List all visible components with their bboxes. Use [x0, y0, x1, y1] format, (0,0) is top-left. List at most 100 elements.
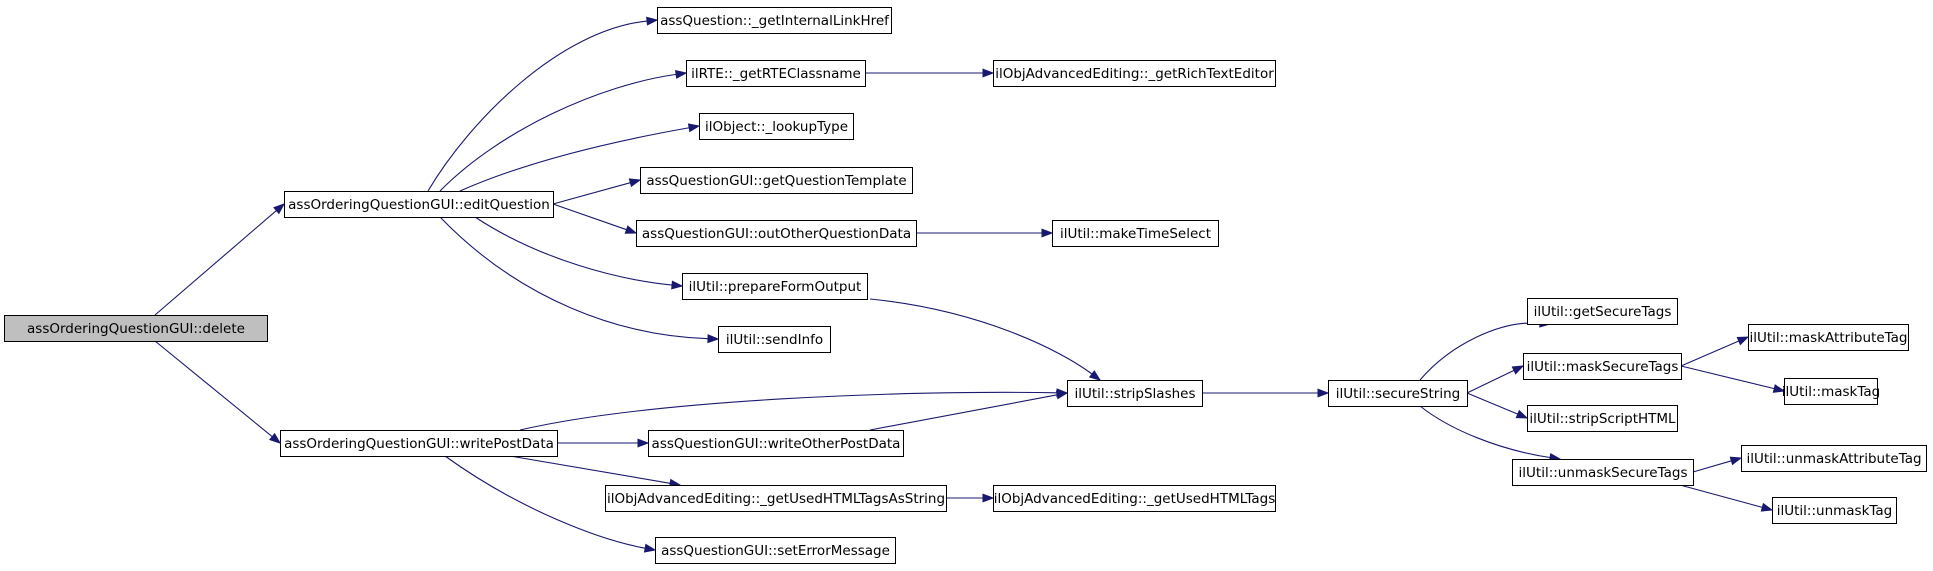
node-ilutil-prepareformoutput[interactable]: ilUtil::prepareFormOutput	[682, 273, 868, 300]
node-assquestion-getinternallinkhref[interactable]: assQuestion::_getInternalLinkHref	[657, 7, 892, 34]
node-box	[4, 315, 268, 342]
node-ilutil-securestring[interactable]: ilUtil::secureString	[1328, 380, 1468, 407]
node-layer: assOrderingQuestionGUI::deleteassOrderin…	[4, 7, 1927, 564]
arrowhead-icon	[1515, 409, 1529, 419]
node-ilutil-unmasktag[interactable]: ilUtil::unmaskTag	[1772, 497, 1897, 524]
edge-line	[474, 216, 673, 286]
edge-ilutil-unmasksecuretags-to-ilutil-unmasktag	[1679, 484, 1774, 512]
node-label: ilObjAdvancedEditing::_getRichTextEditor	[995, 66, 1274, 82]
arrowhead-icon	[1760, 502, 1774, 512]
node-box	[993, 60, 1276, 87]
node-label: ilObject::_lookupType	[705, 119, 848, 135]
node-label: ilUtil::sendInfo	[726, 332, 823, 348]
node-box	[1527, 405, 1678, 432]
node-label: ilUtil::prepareFormOutput	[689, 279, 862, 295]
arrowhead-icon	[1088, 370, 1102, 381]
node-ilutil-unmasksecuretags[interactable]: ilUtil::unmaskSecureTags	[1512, 459, 1694, 486]
node-box	[699, 113, 854, 140]
node-label: ilUtil::makeTimeSelect	[1060, 226, 1211, 242]
node-ilutil-masktag[interactable]: ilUtil::maskTag	[1782, 378, 1880, 405]
node-box	[1527, 298, 1678, 325]
node-label: ilObjAdvancedEditing::_getUsedHTMLTags	[994, 491, 1276, 507]
edge-ilutil-prepareformoutput-to-ilutil-stripslashes	[869, 298, 1102, 381]
edge-ilobjadvancedediting-getusedhtmltagsasstring-to-ilobjadvancedediting-getusedhtmltags	[946, 493, 995, 503]
node-box	[1052, 220, 1219, 247]
edge-assorderingquestiongui-editquestion-to-ilobject-lookuptype	[459, 123, 701, 192]
node-ilutil-stripslashes[interactable]: ilUtil::stripSlashes	[1067, 380, 1203, 407]
node-ilrte-getrteclassname[interactable]: ilRTE::_getRTEClassname	[686, 60, 866, 87]
edge-assorderingquestiongui-writepostdata-to-assquestiongui-seterrormessage	[444, 455, 657, 553]
node-label: ilUtil::secureString	[1336, 386, 1460, 402]
edge-assquestiongui-outotherquestiondata-to-ilutil-maketimeselect	[916, 228, 1054, 238]
node-label: ilRTE::_getRTEClassname	[691, 66, 861, 82]
node-box	[1512, 459, 1694, 486]
edge-assorderingquestiongui-editquestion-to-assquestion-getinternallinkhref	[427, 16, 659, 192]
node-assquestiongui-writeotherpostdata[interactable]: assQuestionGUI::writeOtherPostData	[648, 430, 904, 457]
node-ilutil-stripscripthtml[interactable]: ilUtil::stripScriptHTML	[1527, 405, 1678, 432]
node-box	[284, 191, 554, 218]
node-assquestiongui-getquestiontemplate[interactable]: assQuestionGUI::getQuestionTemplate	[640, 167, 913, 194]
edge-assorderingquestiongui-delete-to-assorderingquestiongui-editquestion	[154, 203, 286, 316]
arrowhead-icon	[269, 432, 282, 444]
arrowhead-icon	[674, 69, 688, 79]
node-box	[1523, 353, 1682, 380]
node-box	[1328, 380, 1468, 407]
arrowhead-icon	[982, 493, 995, 503]
node-box	[636, 220, 917, 247]
arrowhead-icon	[707, 334, 720, 344]
node-assquestiongui-outotherquestiondata[interactable]: assQuestionGUI::outOtherQuestionData	[636, 220, 917, 247]
edge-line	[154, 340, 273, 438]
node-box	[640, 167, 913, 194]
edge-ilutil-securestring-to-ilutil-stripscripthtml	[1466, 392, 1529, 419]
edge-line	[459, 127, 690, 192]
edge-line	[439, 73, 677, 192]
edge-assorderingquestiongui-writepostdata-to-ilobjadvancedediting-getusedhtmltagsasstring	[509, 455, 682, 488]
arrowhead-icon	[646, 16, 659, 26]
edge-ilutil-stripslashes-to-ilutil-securestring	[1202, 388, 1330, 398]
node-label: ilUtil::unmaskSecureTags	[1519, 465, 1688, 481]
node-ilutil-maskattributetag[interactable]: ilUtil::maskAttributeTag	[1748, 324, 1909, 351]
node-ilobject-lookuptype[interactable]: ilObject::_lookupType	[699, 113, 854, 140]
node-ilutil-unmaskattributetag[interactable]: ilUtil::unmaskAttributeTag	[1741, 445, 1927, 472]
edge-line	[439, 216, 709, 340]
node-box	[1772, 497, 1897, 524]
edge-line	[1680, 340, 1740, 367]
node-box	[605, 485, 947, 512]
node-ilutil-maketimeselect[interactable]: ilUtil::makeTimeSelect	[1052, 220, 1219, 247]
node-box	[993, 485, 1276, 512]
arrowhead-icon	[273, 203, 286, 215]
node-box	[686, 60, 866, 87]
node-ilutil-getsecuretags[interactable]: ilUtil::getSecureTags	[1527, 298, 1678, 325]
node-ilobjadvancedediting-getusedhtmltagsasstring[interactable]: ilObjAdvancedEditing::_getUsedHTMLTagsAs…	[605, 485, 947, 512]
node-ilutil-masksecuretags[interactable]: ilUtil::maskSecureTags	[1523, 353, 1682, 380]
node-assorderingquestiongui-writepostdata[interactable]: assOrderingQuestionGUI::writePostData	[280, 430, 558, 457]
node-assquestiongui-seterrormessage[interactable]: assQuestionGUI::setErrorMessage	[655, 537, 896, 564]
node-box	[718, 326, 831, 353]
edge-line	[1466, 392, 1518, 415]
node-label: ilUtil::stripSlashes	[1075, 386, 1196, 402]
node-label: ilUtil::unmaskAttributeTag	[1746, 451, 1921, 467]
arrowhead-icon	[1055, 390, 1069, 400]
node-ilutil-sendinfo[interactable]: ilUtil::sendInfo	[718, 326, 831, 353]
arrowhead-icon	[1729, 456, 1743, 466]
node-ilobjadvancedediting-getrichtexteditor[interactable]: ilObjAdvancedEditing::_getRichTextEditor	[993, 60, 1276, 87]
node-label: assQuestionGUI::setErrorMessage	[661, 543, 890, 559]
node-label: ilObjAdvancedEditing::_getUsedHTMLTagsAs…	[607, 491, 945, 507]
node-ilobjadvancedediting-getusedhtmltags[interactable]: ilObjAdvancedEditing::_getUsedHTMLTags	[993, 485, 1276, 512]
node-label: ilUtil::maskAttributeTag	[1749, 330, 1907, 346]
node-assorderingquestiongui-delete[interactable]: assOrderingQuestionGUI::delete	[4, 315, 268, 342]
edge-ilutil-securestring-to-ilutil-masksecuretags	[1466, 365, 1525, 394]
node-label: assQuestionGUI::outOtherQuestionData	[642, 226, 911, 242]
node-box	[648, 430, 904, 457]
edge-line	[869, 394, 1058, 431]
node-box	[655, 537, 896, 564]
edge-assorderingquestiongui-editquestion-to-ilrte-getrteclassname	[439, 69, 688, 192]
arrowhead-icon	[628, 178, 642, 188]
node-label: ilUtil::getSecureTags	[1534, 304, 1672, 320]
edge-assquestiongui-writeotherpostdata-to-ilutil-stripslashes	[869, 390, 1069, 431]
edge-assorderingquestiongui-editquestion-to-assquestiongui-outotherquestiondata	[552, 203, 638, 234]
node-assorderingquestiongui-editquestion[interactable]: assOrderingQuestionGUI::editQuestion	[284, 191, 554, 218]
edge-assorderingquestiongui-writepostdata-to-assquestiongui-writeotherpostdata	[557, 438, 650, 448]
node-box	[682, 273, 868, 300]
